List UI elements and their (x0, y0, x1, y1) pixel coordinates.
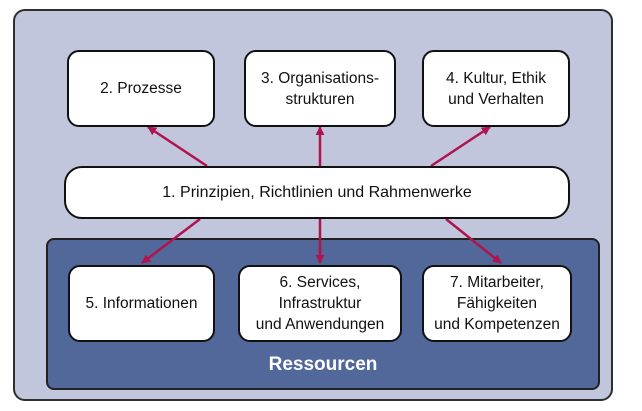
box-services: 6. Services, Infrastruktur und Anwendung… (238, 265, 402, 342)
box-people: 7. Mitarbeiter, Fähigkeiten und Kompeten… (422, 265, 572, 342)
box-culture: 4. Kultur, Ethik und Verhalten (422, 50, 570, 127)
box-org-structures: 3. Organisations- strukturen (244, 50, 396, 127)
box-processes: 2. Prozesse (67, 50, 215, 127)
resources-label: Ressourcen (268, 354, 378, 375)
box-principles: 1. Prinzipien, Richtlinien und Rahmenwer… (64, 166, 570, 219)
box-information: 5. Informationen (68, 265, 215, 342)
